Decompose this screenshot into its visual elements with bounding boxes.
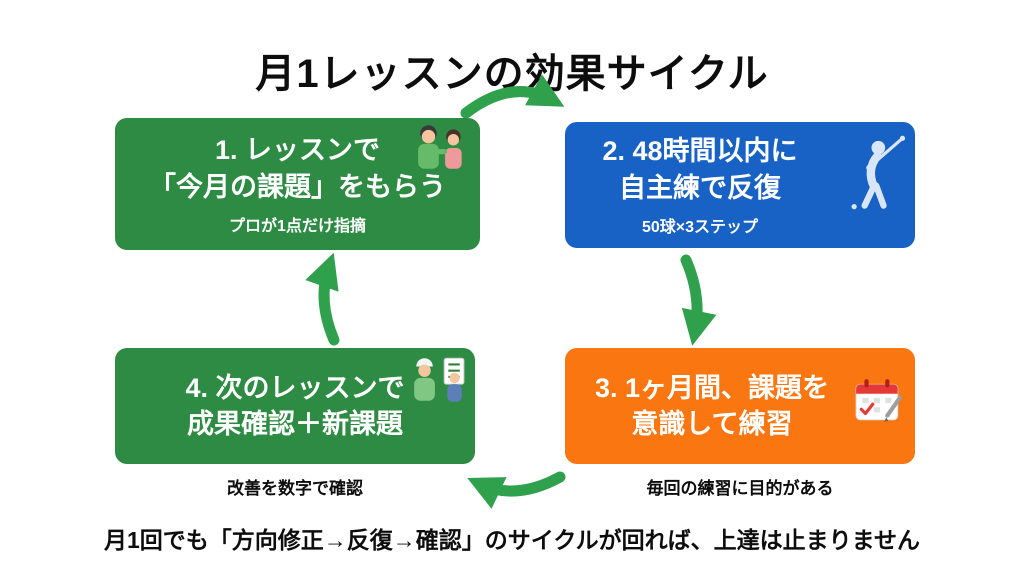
step-1-title-line2: 「今月の課題」をもらう — [149, 171, 446, 202]
step-1-title-line1: 1. レッスンで — [214, 135, 381, 166]
step-4-title-line1: 4. 次のレッスンで — [185, 372, 405, 403]
step-3-title-line1: 3. 1ヶ月間、課題を — [594, 372, 830, 403]
arrow-step2-to-step3 — [680, 254, 717, 346]
calendar-icon — [853, 376, 905, 431]
summary-text: 月1回でも「方向修正→反復→確認」のサイクルが回れば、上達は止まりません — [104, 527, 920, 553]
step-4-title-line2: 成果確認＋新課題 — [187, 409, 403, 439]
step-3-card: 3. 1ヶ月間、課題を 意識して練習 — [565, 348, 915, 464]
arrow-step3-to-step4 — [467, 471, 566, 509]
arrow-step4-to-step1 — [305, 252, 340, 346]
step-2-note: 50球×3ステップ — [641, 218, 759, 236]
step-3-note: 毎回の練習に目的がある — [646, 479, 834, 498]
step-4-card: 4. 次のレッスンで 成果確認＋新課題 — [115, 348, 475, 464]
step-2-title-line2: 自主練で反復 — [619, 172, 781, 203]
step-4-note: 改善を数字で確認 — [227, 479, 363, 498]
step-1-note: プロが1点だけ指摘 — [229, 217, 366, 235]
golfer-icon — [835, 132, 909, 219]
step-2-card: 2. 48時間以内に 自主練で反復 50球×3ステップ — [565, 122, 915, 248]
page-title: 月1レッスンの効果サイクル — [255, 51, 769, 96]
step-2-title-line1: 2. 48時間以内に — [602, 136, 798, 167]
step-1-card: 1. レッスンで 「今月の課題」をもらう プロが1点だけ指摘 — [115, 118, 480, 250]
step-3-title-line2: 意識して練習 — [631, 409, 793, 439]
